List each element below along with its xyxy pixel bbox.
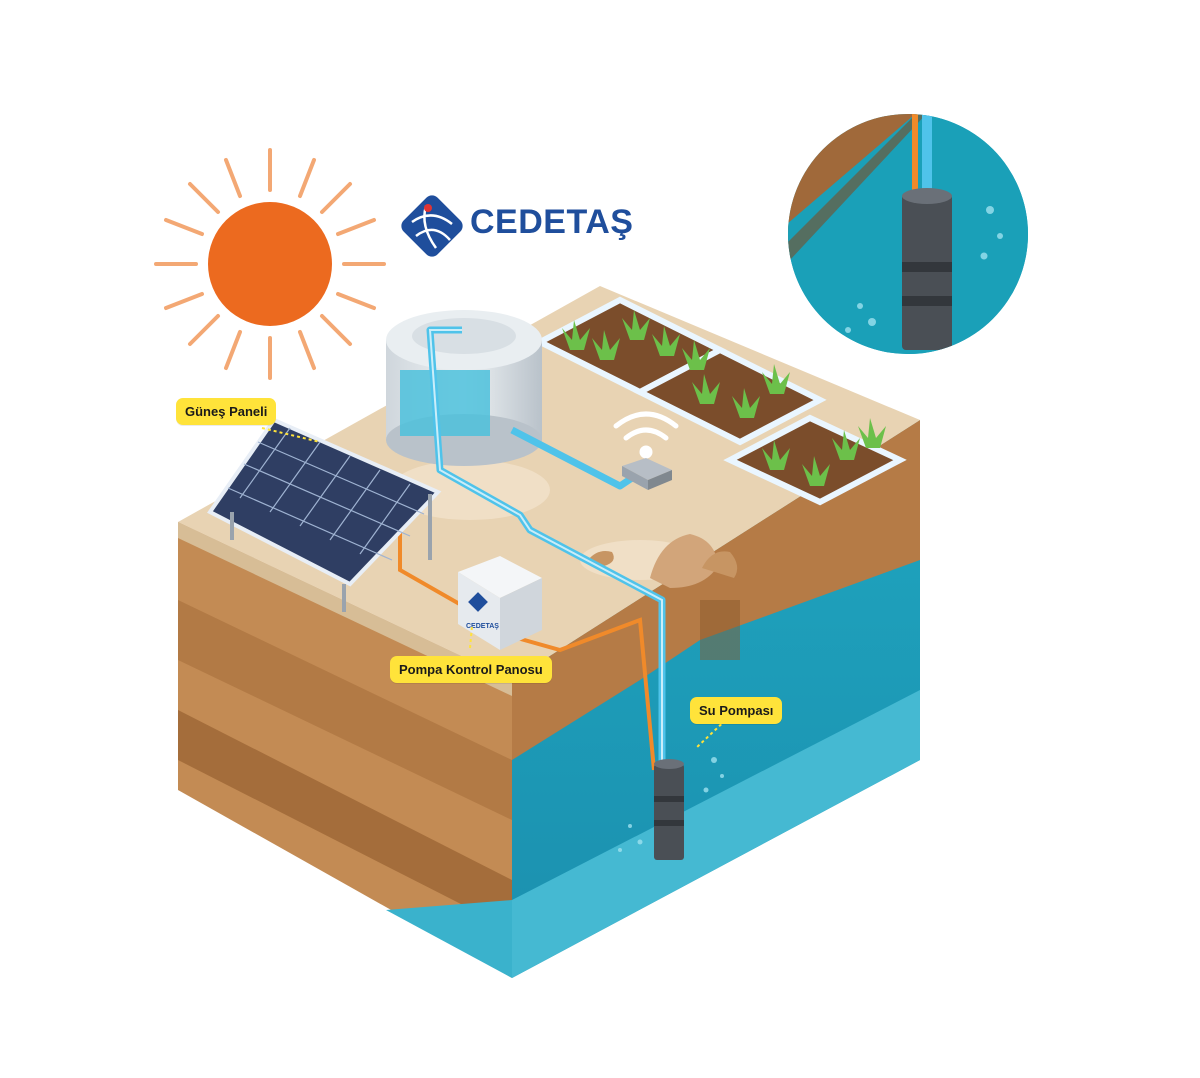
water-pump-label: Su Pompası [690, 697, 783, 724]
sun-icon [154, 148, 386, 380]
irrigation-controller [622, 458, 672, 490]
cabinet-brand: CEDETAŞ [466, 623, 499, 630]
pump-detail-magnifier [788, 114, 1028, 354]
water-tank [386, 310, 542, 466]
power-cables [398, 520, 656, 771]
ground-block [178, 420, 920, 978]
control-panel-label: Pompa Kontrol Panosu [390, 656, 552, 683]
pump-control-cabinet: CEDETAŞ [458, 556, 542, 650]
solar-panel-label: Güneş Paneli [176, 398, 277, 425]
brand-name: CEDETAŞ [470, 203, 634, 241]
water-pump [654, 759, 684, 860]
wifi-icon [613, 411, 679, 459]
solar-panel [207, 417, 442, 612]
bubbles [618, 757, 724, 852]
crop-beds [533, 296, 907, 506]
logo-icon [401, 195, 463, 257]
